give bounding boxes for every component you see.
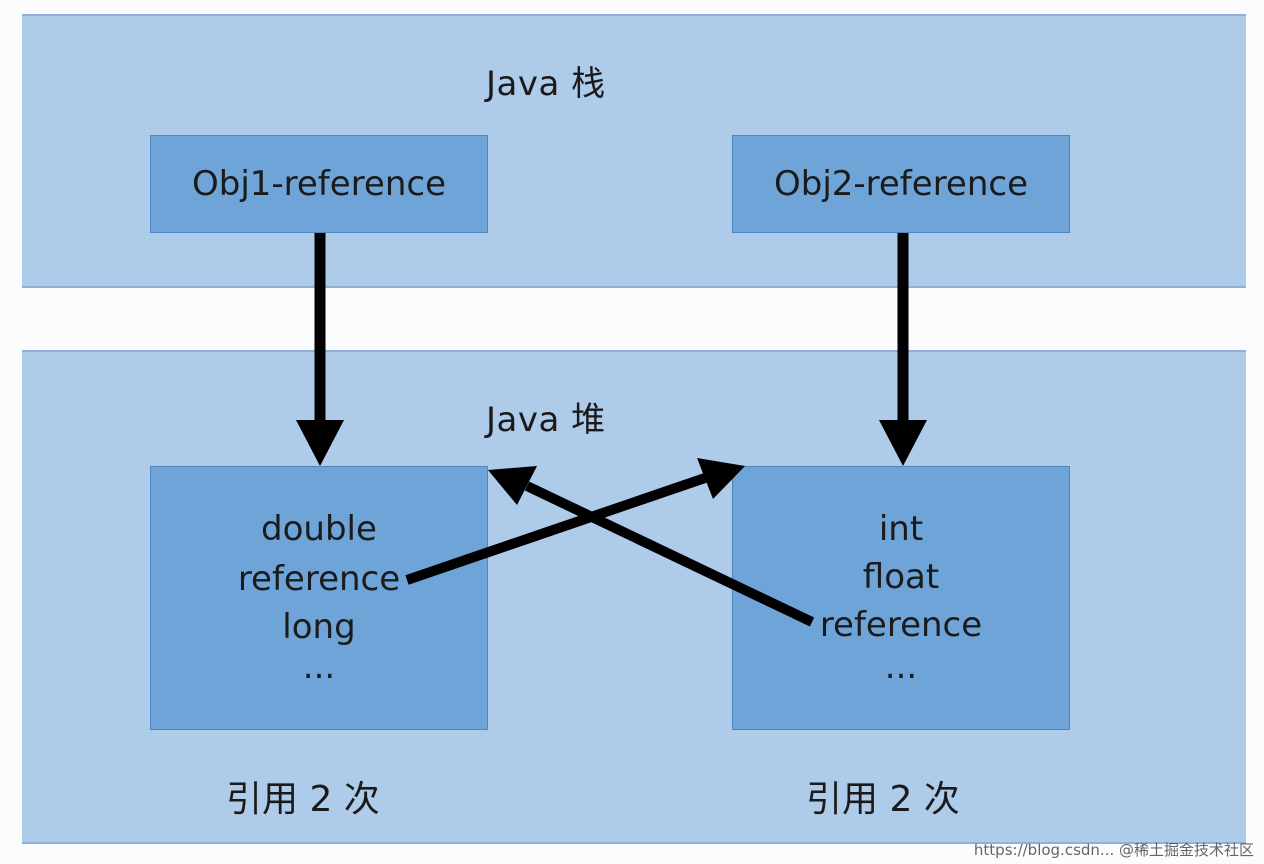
java-heap-title: Java 堆 [486,400,606,440]
object-2-field-float: float [862,557,940,597]
object-2-field-reference: reference [819,605,983,645]
object-1-field-ellipsis: ... [302,647,336,687]
watermark-text: https://blog.csdn... @稀土掘金技术社区 [973,841,1254,859]
object-1-field-long: long [282,607,356,647]
obj2-reference-box: Obj2-reference [732,135,1070,233]
java-stack-title: Java 栈 [486,64,606,104]
object-2-box: int float reference ... [732,466,1070,730]
object-1-field-double: double [261,509,377,549]
object-2-reference-count: 引用 2 次 [806,779,960,820]
object-2-field-int: int [878,509,924,549]
object-1-box: double reference long ... [150,466,488,730]
object-2-field-ellipsis: ... [884,647,918,687]
obj2-reference-label: Obj2-reference [773,164,1029,204]
object-1-reference-count: 引用 2 次 [226,779,380,820]
object-1-field-reference: reference [237,559,401,599]
obj1-reference-label: Obj1-reference [191,164,447,204]
obj1-reference-box: Obj1-reference [150,135,488,233]
